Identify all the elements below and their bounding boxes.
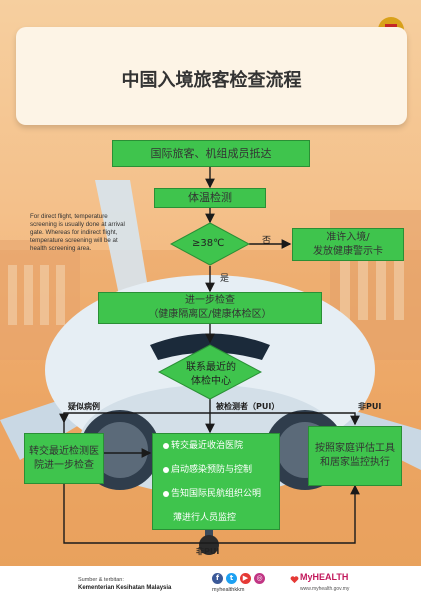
twitter-icon[interactable]: t bbox=[226, 573, 237, 584]
allow-entry-box: 准许入境/ 发放健康警示卡 bbox=[292, 228, 404, 261]
further-check-box: 进一步检查 （健康隔离区/健康体检区） bbox=[98, 292, 322, 324]
further-check-line1: 进一步检查 bbox=[185, 295, 235, 306]
temperature-check-box: 体温检测 bbox=[154, 188, 266, 208]
edge-label-yes: 是 bbox=[220, 274, 230, 284]
further-check-line2: （健康隔离区/健康体检区） bbox=[148, 309, 272, 320]
source-label: Sumber & terbitan: bbox=[78, 577, 124, 583]
publisher-name: Kementerian Kesihatan Malaysia bbox=[78, 585, 172, 591]
contact-center-line1: 联系最近的 bbox=[186, 362, 236, 373]
youtube-icon[interactable]: ▶ bbox=[240, 573, 251, 584]
pui-actions-box: 转交最近收治医院 启动感染预防与控制 告知国际民航组织公明 薄进行人员监控 bbox=[152, 433, 280, 530]
instagram-icon[interactable]: ◎ bbox=[254, 573, 265, 584]
action-item: 告知国际民航组织公明 bbox=[163, 486, 261, 499]
myhealth-heart-icon bbox=[290, 576, 299, 584]
temperature-decision-label: ≥38℃ bbox=[192, 238, 225, 249]
transfer-test-line2: 院进一步检查 bbox=[34, 459, 94, 471]
action-item: 转交最近收治医院 bbox=[163, 438, 243, 451]
edge-label-tested: 被检测者（PUI） bbox=[216, 402, 280, 411]
home-line2: 和居家监控执行 bbox=[320, 457, 390, 468]
myhealth-url[interactable]: www.myhealth.gov.my bbox=[300, 586, 350, 592]
edge-label-suspected: 疑似病例 bbox=[68, 402, 100, 411]
contact-center-diamond bbox=[158, 344, 262, 400]
page-title: 中国入境旅客检查流程 bbox=[121, 70, 302, 91]
edge-label-not-pui-bottom: 非PUI bbox=[196, 547, 220, 556]
temperature-check-label: 体温检测 bbox=[188, 191, 232, 204]
edge-label-no: 否 bbox=[262, 236, 272, 246]
contact-center-line2: 体检中心 bbox=[191, 376, 231, 387]
title-card: 中国入境旅客检查流程 bbox=[16, 27, 407, 125]
allow-entry-line1: 准许入境/ bbox=[326, 231, 370, 243]
allow-entry-line2: 发放健康警示卡 bbox=[313, 245, 383, 257]
edge-label-not-pui-right: 非PUI bbox=[358, 402, 382, 411]
transfer-test-hospital-box: 转交最近检测医 院进一步检查 bbox=[24, 433, 104, 484]
action-item: 启动感染预防与控制 bbox=[163, 462, 252, 475]
flight-screening-note: For direct flight, temperature screening… bbox=[30, 213, 125, 252]
myhealth-logo: MyHEALTH bbox=[300, 572, 349, 582]
facebook-icon[interactable]: f bbox=[212, 573, 223, 584]
home-monitoring-box: 按照家庭评估工具 和居家监控执行 bbox=[308, 426, 402, 486]
arrival-box: 国际旅客、机组成员抵达 bbox=[112, 140, 310, 167]
temperature-decision-diamond bbox=[170, 222, 250, 266]
social-handle: myhealthkkm bbox=[212, 587, 245, 593]
transfer-test-line1: 转交最近检测医 bbox=[29, 445, 99, 457]
action-item: 薄进行人员监控 bbox=[173, 513, 237, 523]
arrival-label: 国际旅客、机组成员抵达 bbox=[150, 146, 272, 160]
footer bbox=[0, 566, 421, 600]
home-line1: 按照家庭评估工具 bbox=[315, 443, 395, 454]
